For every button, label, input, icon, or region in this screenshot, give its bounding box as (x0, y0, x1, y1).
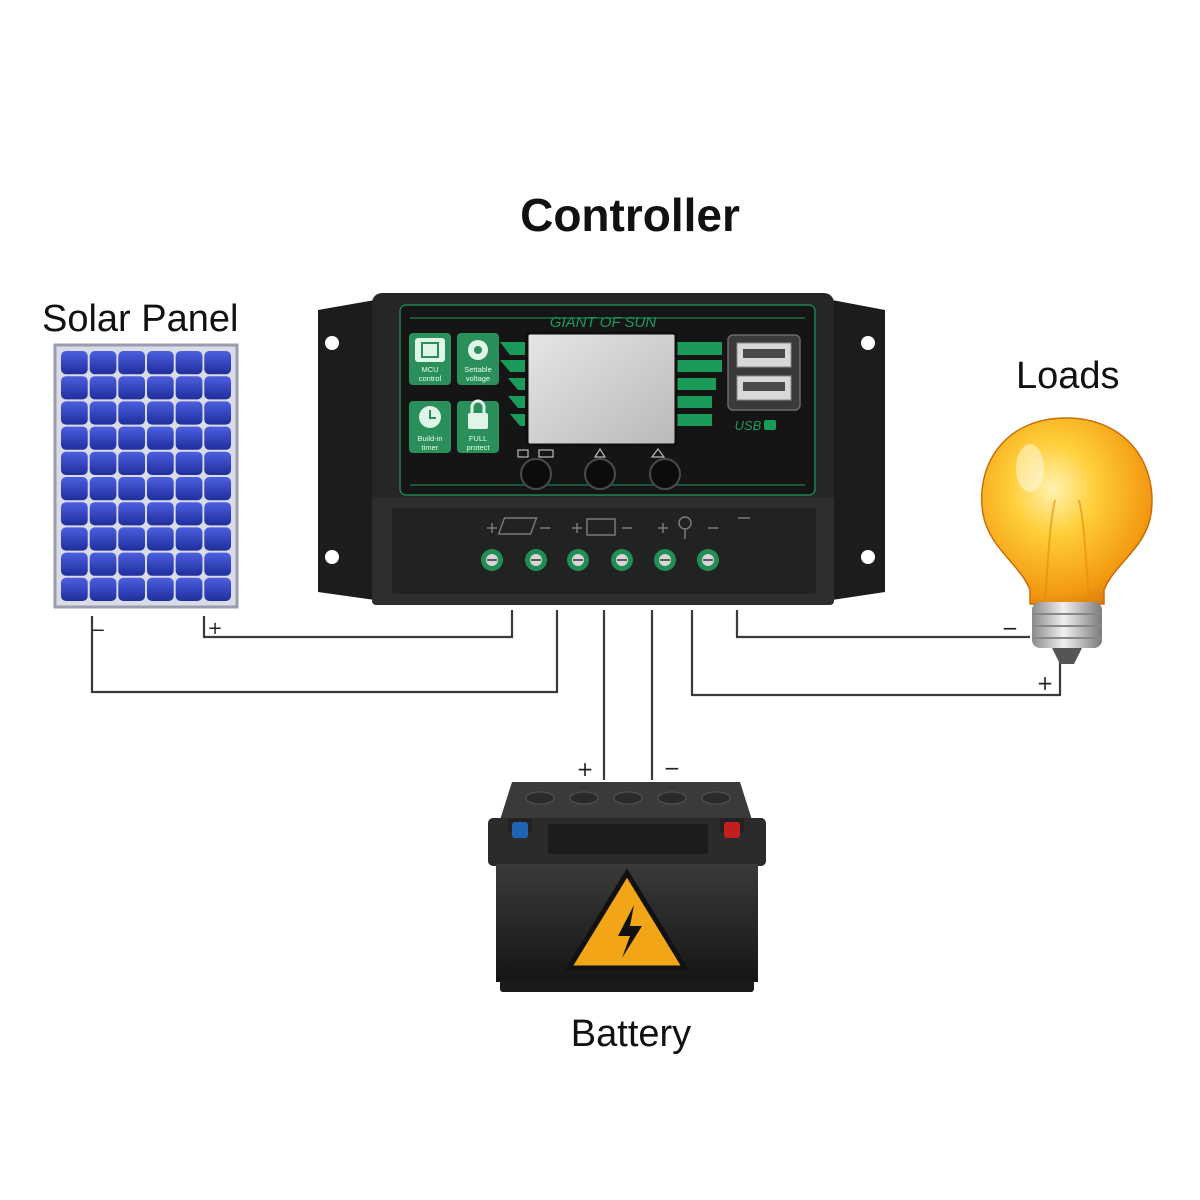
solar-cell (176, 527, 203, 550)
battery-minus-sign: − (664, 756, 681, 780)
solar-plus-sign: + (207, 618, 222, 639)
solar-cell (176, 477, 203, 500)
solar-cell (204, 452, 231, 475)
solar-cell (90, 477, 117, 500)
solar-cell (118, 452, 145, 475)
solar-cell (176, 578, 203, 601)
solar-cell (147, 553, 174, 576)
solar-cell (90, 502, 117, 525)
solar-cell (147, 527, 174, 550)
mount-hole-icon (861, 336, 875, 350)
solar-cell (147, 578, 174, 601)
solar-cell (176, 502, 203, 525)
feature-label: voltage (466, 374, 490, 383)
solar-panel (55, 345, 237, 607)
solar-cell (118, 376, 145, 399)
solar-cell (204, 477, 231, 500)
feature-mcu: MCU control (409, 333, 451, 385)
positive-terminal-icon (724, 822, 740, 838)
feature-label: timer (422, 443, 439, 452)
solar-cell (176, 376, 203, 399)
solar-cell (147, 427, 174, 450)
solar-cell (90, 578, 117, 601)
solar-cell (204, 527, 231, 550)
solar-cell (61, 351, 88, 374)
mount-hole-icon (325, 550, 339, 564)
solar-cell (90, 376, 117, 399)
charge-controller: GIANT OF SUN MCU control Settable voltag… (318, 293, 885, 605)
solar-cell (118, 578, 145, 601)
solar-cell (61, 452, 88, 475)
solar-cell (204, 578, 231, 601)
feature-protect: FULL protect (457, 401, 499, 453)
feature-label: MCU (421, 365, 438, 374)
battery-plus-sign: + (577, 757, 594, 781)
wires (92, 610, 1060, 780)
solar-cell (118, 502, 145, 525)
solar-cell (61, 477, 88, 500)
usb-label: USB (735, 418, 762, 433)
solar-cell (176, 351, 203, 374)
solar-cell (90, 527, 117, 550)
solar-cell (61, 376, 88, 399)
lcd-screen (527, 333, 676, 445)
feature-timer: Build-in timer (409, 401, 451, 453)
solar-cell (176, 553, 203, 576)
solar-cell (204, 502, 231, 525)
solar-cell (204, 351, 231, 374)
solar-cell (204, 553, 231, 576)
up-button[interactable] (585, 459, 615, 489)
solar-cell (118, 553, 145, 576)
solar-cell (61, 427, 88, 450)
mount-hole-icon (325, 336, 339, 350)
solar-cell (90, 553, 117, 576)
solar-cell (90, 427, 117, 450)
solar-cell (204, 401, 231, 424)
feature-label: Settable (464, 365, 492, 374)
solar-cell (204, 427, 231, 450)
solar-cell (118, 527, 145, 550)
solar-cell (176, 452, 203, 475)
solar-cell (61, 502, 88, 525)
feature-label: FULL (469, 434, 487, 443)
feature-voltage: Settable voltage (457, 333, 499, 385)
solar-cell (204, 376, 231, 399)
solar-cell (118, 401, 145, 424)
solar-cell (147, 351, 174, 374)
solar-cell (90, 401, 117, 424)
solar-cell (118, 477, 145, 500)
lock-icon (468, 413, 488, 429)
load-minus-sign: − (1002, 616, 1019, 640)
solar-cell (61, 578, 88, 601)
solar-cell (147, 452, 174, 475)
feature-label: protect (467, 443, 491, 452)
solar-cell (176, 427, 203, 450)
feature-label: Build-in (417, 434, 442, 443)
down-button[interactable] (650, 459, 680, 489)
solar-cell (61, 553, 88, 576)
solar-cell (147, 502, 174, 525)
solar-cell (176, 401, 203, 424)
solar-cell (118, 351, 145, 374)
load-plus-sign: + (1037, 671, 1054, 695)
solar-cell (61, 527, 88, 550)
negative-terminal-icon (512, 822, 528, 838)
solar-cell (147, 477, 174, 500)
menu-button[interactable] (521, 459, 551, 489)
solar-cell (118, 427, 145, 450)
solar-cell (147, 376, 174, 399)
car-battery (488, 782, 766, 992)
mount-hole-icon (861, 550, 875, 564)
solar-cell (90, 452, 117, 475)
feature-label: control (419, 374, 442, 383)
solar-cell (61, 401, 88, 424)
brand-text: GIANT OF SUN (550, 314, 657, 331)
solar-minus-sign: − (90, 620, 105, 641)
solar-cell (90, 351, 117, 374)
solar-cell (147, 401, 174, 424)
chip-icon (415, 338, 445, 362)
